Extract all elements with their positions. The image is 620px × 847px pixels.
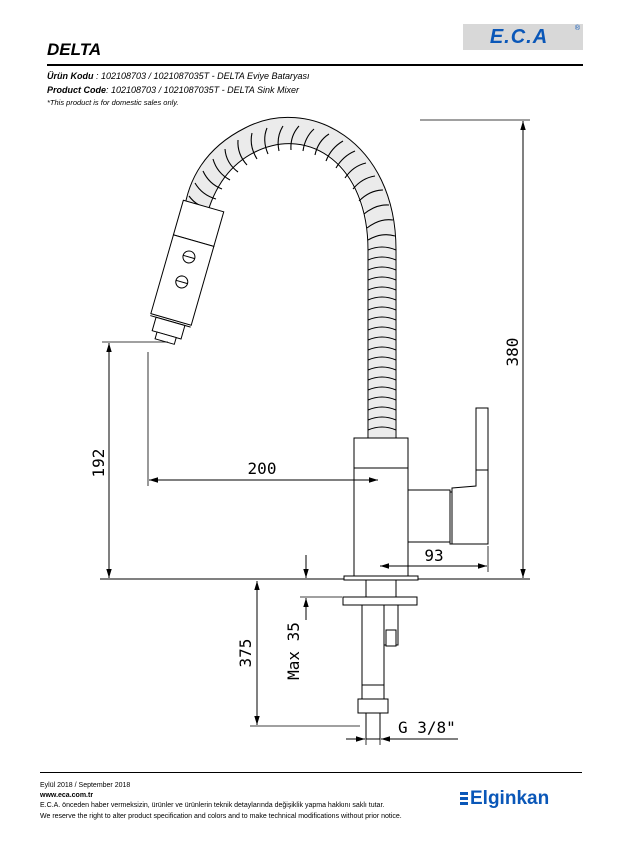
footer-rule bbox=[40, 772, 582, 773]
dim-380-label: 380 bbox=[503, 338, 522, 367]
spec-line-en: Product Code: 102108703 / 1021087035T - … bbox=[47, 84, 299, 96]
dimension-192: 192 bbox=[89, 341, 168, 578]
spec-value-tr: : 102108703 / 1021087035T - DELTA Eviye … bbox=[93, 71, 310, 81]
spec-line-tr: Ürün Kodu : 102108703 / 1021087035T - DE… bbox=[47, 70, 309, 82]
elginkan-logo: Elginkan bbox=[460, 788, 550, 810]
product-title: DELTA bbox=[47, 40, 102, 59]
dim-max35-label: Max 35 bbox=[284, 622, 303, 680]
logo-text: E.C.A bbox=[489, 26, 549, 48]
footer-date: Eylül 2018 / September 2018 bbox=[40, 782, 131, 789]
header-rule bbox=[47, 64, 583, 66]
dimension-thread: G 3/8" bbox=[346, 718, 458, 745]
faucet-body bbox=[343, 407, 489, 581]
footer-website[interactable]: www.eca.com.tr bbox=[40, 792, 94, 799]
dim-93-label: 93 bbox=[424, 546, 443, 565]
dimension-380: 380 bbox=[420, 119, 530, 578]
spring-hose bbox=[182, 116, 397, 438]
domestic-note: *This product is for domestic sales only… bbox=[47, 98, 179, 107]
registered-mark: ® bbox=[574, 25, 580, 32]
dim-192-label: 192 bbox=[89, 449, 108, 478]
eca-logo: E.C.A ® bbox=[463, 24, 583, 50]
spec-label-en: Product Code bbox=[47, 85, 107, 95]
dimension-93: 93 bbox=[380, 546, 489, 572]
dim-thread-label: G 3/8" bbox=[398, 718, 456, 737]
spec-value-en: : 102108703 / 1021087035T - DELTA Sink M… bbox=[106, 85, 299, 95]
mounting-assembly bbox=[342, 579, 418, 740]
dimension-200: 200 bbox=[147, 352, 378, 486]
dim-375-label: 375 bbox=[236, 639, 255, 668]
elginkan-text: Elginkan bbox=[470, 788, 550, 809]
footer-notice-tr: E.C.A. önceden haber vermeksizin, ürünle… bbox=[40, 802, 385, 809]
spray-head bbox=[150, 199, 225, 345]
dim-200-label: 200 bbox=[248, 459, 277, 478]
dimension-375: 375 bbox=[236, 581, 360, 727]
elginkan-bars-icon bbox=[460, 792, 468, 807]
footer-notice-en: We reserve the right to alter product sp… bbox=[40, 813, 402, 820]
dimension-max35: Max 35 bbox=[284, 555, 342, 680]
spec-label-tr: Ürün Kodu bbox=[47, 71, 94, 81]
